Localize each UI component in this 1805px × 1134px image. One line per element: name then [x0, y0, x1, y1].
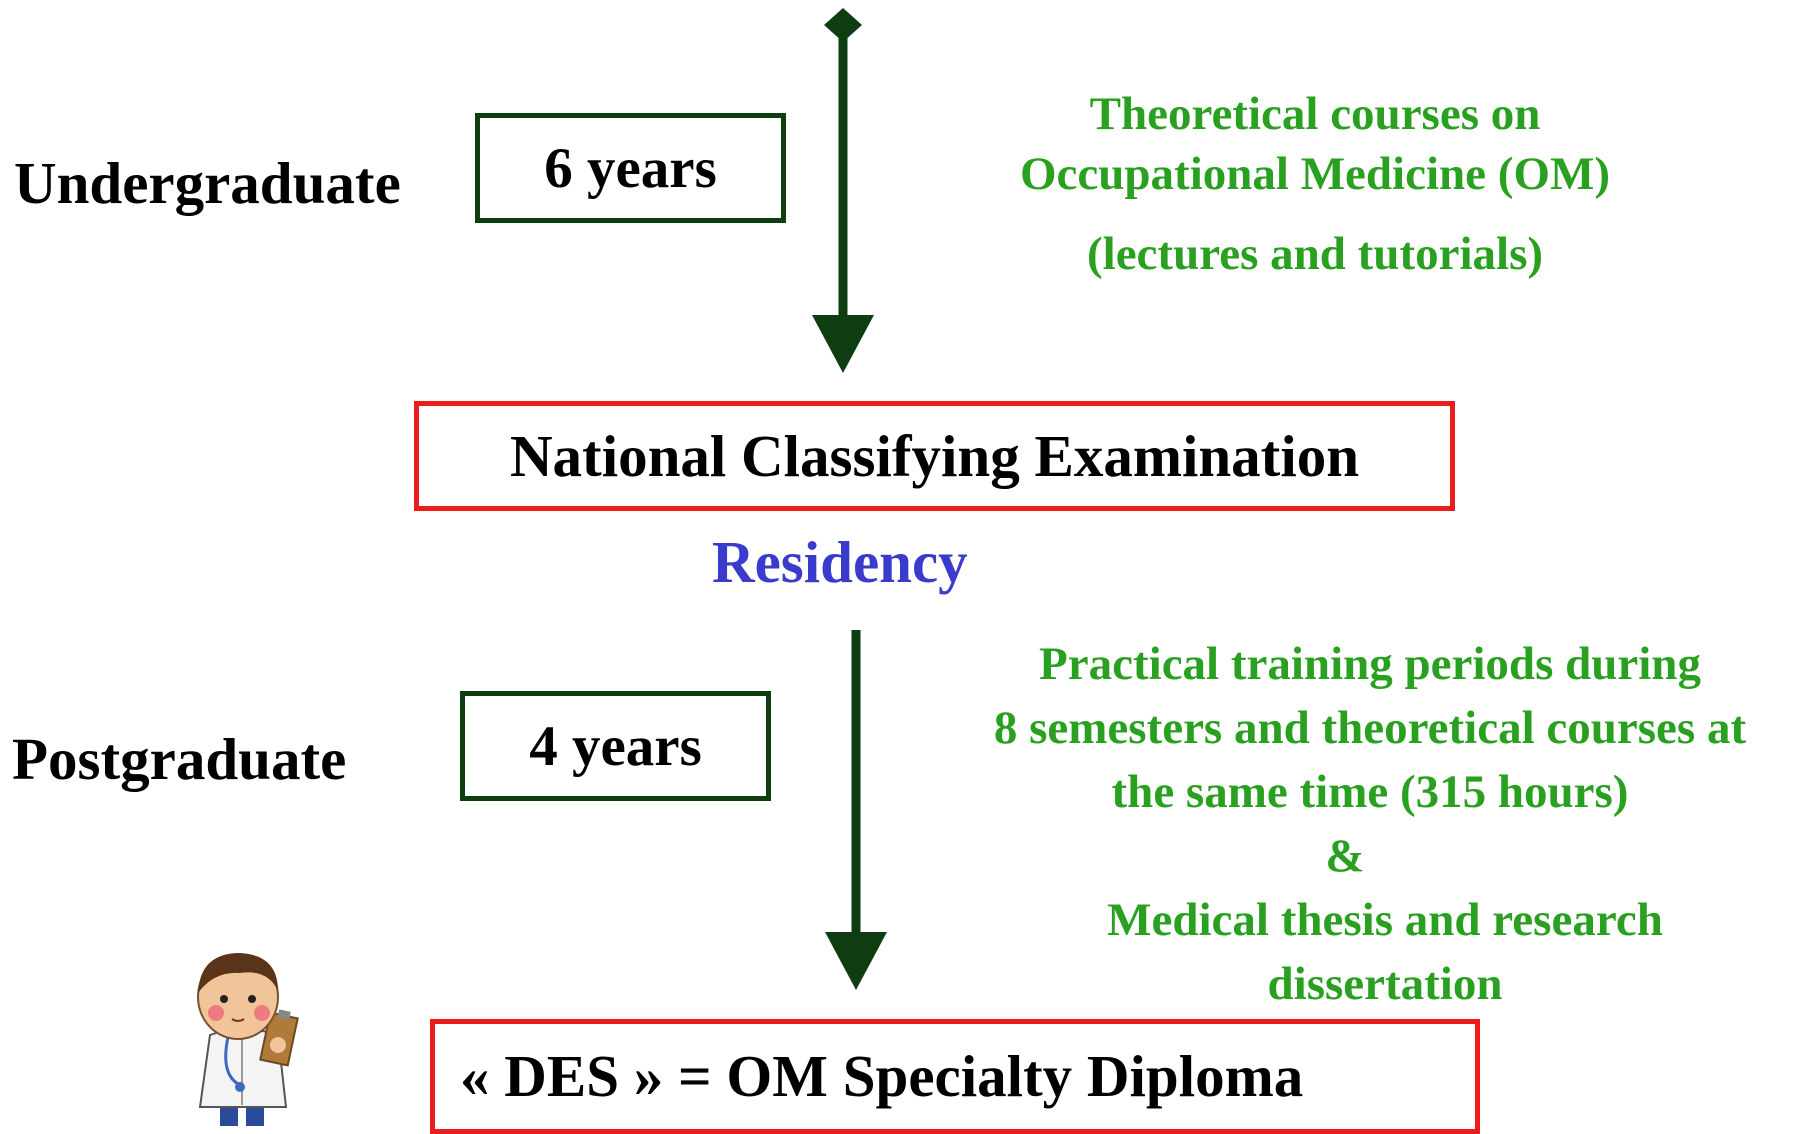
undergraduate-duration-box: 6 years	[475, 113, 786, 223]
arrow-postgraduate	[825, 630, 887, 990]
undergraduate-description: Theoretical courses on Occupational Medi…	[920, 86, 1710, 282]
arrow-undergraduate	[812, 8, 874, 373]
postgraduate-label: Postgraduate	[12, 726, 347, 792]
undergraduate-description-line-3: (lectures and tutorials)	[1086, 228, 1544, 280]
undergraduate-label: Undergraduate	[14, 150, 401, 216]
postgraduate-description-line-2: 8 semesters and theoretical courses at	[993, 702, 1747, 754]
arrow-head-top	[812, 315, 874, 373]
undergraduate-description-line-2: Occupational Medicine (OM)	[1019, 148, 1611, 200]
postgraduate-description-line-1: Practical training periods during	[1039, 638, 1701, 690]
diploma-label: « DES » = OM Specialty Diploma	[460, 1043, 1304, 1109]
postgraduate-duration: 4 years	[529, 714, 702, 778]
exam-box: National Classifying Examination	[414, 401, 1455, 511]
undergraduate-duration: 6 years	[544, 136, 717, 200]
postgraduate-description: Practical training periods during 8 seme…	[930, 632, 1805, 1016]
postgraduate-description-line-3: the same time (315 hours)	[1111, 766, 1629, 818]
residency-label: Residency	[712, 529, 968, 595]
exam-label: National Classifying Examination	[509, 422, 1360, 489]
postgraduate-description-line-4: &	[1325, 830, 1365, 882]
postgraduate-description-line-6: dissertation	[1267, 958, 1503, 1010]
postgraduate-duration-box: 4 years	[460, 691, 771, 801]
undergraduate-description-line-1: Theoretical courses on	[1089, 88, 1541, 140]
arrow-head-bottom	[825, 932, 887, 990]
postgraduate-description-line-5: Medical thesis and research	[1107, 894, 1663, 946]
diamond-arrow-tail	[824, 8, 862, 42]
